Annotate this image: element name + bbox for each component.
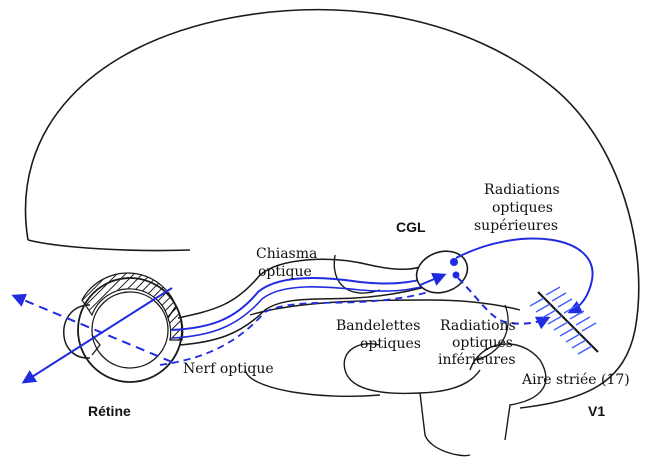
cgl-dot-upper xyxy=(450,258,458,266)
pons-contour xyxy=(420,370,480,393)
frontal-lobe-contour xyxy=(28,240,190,251)
label-aire-striee: Aire striée (17) xyxy=(521,372,630,388)
label-radiations-inf-line2: optiques xyxy=(452,335,513,351)
label-chiasma-line1: Chiasma xyxy=(256,246,317,262)
label-retine: Rétine xyxy=(88,403,131,419)
label-radiations-sup-line3: supérieures xyxy=(474,218,558,234)
eye xyxy=(64,273,183,382)
label-radiations-sup-line1: Radiations xyxy=(484,182,560,198)
label-v1: V1 xyxy=(588,403,605,419)
radiations-superior xyxy=(456,239,593,312)
radiations-inferior xyxy=(458,278,548,324)
label-bandelettes-line2: optiques xyxy=(360,336,421,352)
cgl-nucleus xyxy=(411,244,474,299)
label-radiations-inf-line3: inférieures xyxy=(438,352,516,368)
midbrain-contour-1 xyxy=(250,300,520,315)
label-radiations-inf-line1: Radiations xyxy=(440,318,516,334)
label-chiasma-line2: optique xyxy=(258,264,312,280)
cgl-dot-lower xyxy=(453,272,460,279)
label-cgl: CGL xyxy=(396,219,426,235)
label-bandelettes-line1: Bandelettes xyxy=(336,318,420,334)
label-radiations-sup-line2: optiques xyxy=(492,200,553,216)
label-nerf-optique: Nerf optique xyxy=(183,361,274,377)
